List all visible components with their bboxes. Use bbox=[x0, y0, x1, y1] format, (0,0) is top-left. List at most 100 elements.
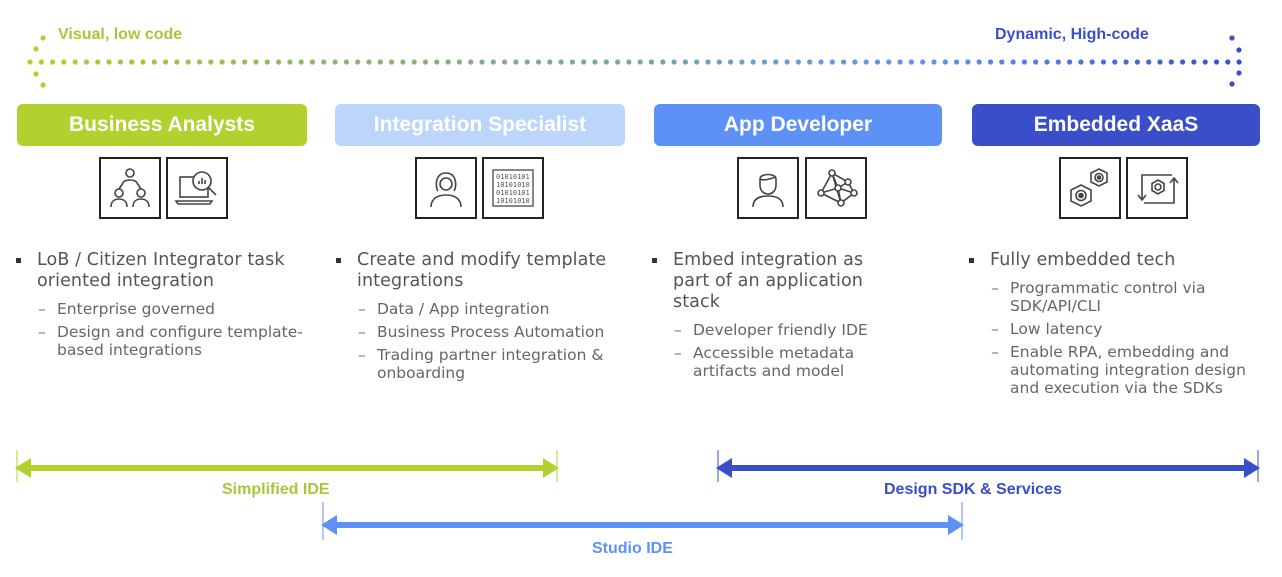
spectrum-dot bbox=[129, 59, 135, 65]
spectrum-dot bbox=[106, 59, 112, 65]
spectrum-dot bbox=[434, 59, 440, 65]
spectrum-dot bbox=[1225, 59, 1231, 65]
spectrum-dot bbox=[38, 59, 44, 65]
spectrum-dot bbox=[671, 59, 677, 65]
spectrum-dot bbox=[196, 59, 203, 65]
spectrum-dot bbox=[626, 59, 632, 65]
sub-bullet: Data / App integration bbox=[334, 300, 634, 318]
right-arrowhead-dot bbox=[1229, 81, 1235, 87]
spectrum-dot bbox=[1010, 59, 1016, 65]
spectrum-dot bbox=[761, 59, 768, 65]
spectrum-dot bbox=[343, 59, 349, 65]
spectrum-dot bbox=[309, 59, 316, 65]
spectrum-dot bbox=[1123, 59, 1129, 65]
spectrum-dot bbox=[61, 59, 67, 65]
spectrum-dot bbox=[253, 59, 259, 65]
spectrum-dot bbox=[163, 59, 169, 65]
spectrum-dot bbox=[151, 59, 157, 65]
spectrum-dot bbox=[682, 59, 689, 65]
spectrum-dot bbox=[1180, 59, 1186, 65]
simplified-ide-arrow bbox=[15, 450, 559, 482]
spectrum-dot bbox=[1202, 59, 1208, 65]
persona-details-business-analysts: LoB / Citizen Integrator task oriented i… bbox=[14, 250, 319, 359]
spectrum-dot bbox=[219, 59, 225, 65]
spectrum-dot bbox=[795, 59, 802, 65]
spectrum-dot bbox=[999, 59, 1005, 65]
spectrum-dot bbox=[1168, 59, 1174, 65]
spectrum-dot bbox=[694, 59, 700, 65]
spectrum-dot bbox=[389, 59, 395, 65]
design-sdk-label: Design SDK & Services bbox=[884, 481, 1062, 498]
sub-bullet: Programmatic control via SDK/API/CLI bbox=[967, 279, 1257, 315]
man-user-icon bbox=[737, 157, 799, 219]
studio-ide-arrow bbox=[321, 502, 964, 540]
spectrum-dotted-arrow bbox=[27, 35, 1242, 88]
svg-text:10101010: 10101010 bbox=[496, 197, 530, 205]
svg-text:01010101: 01010101 bbox=[496, 173, 530, 181]
spectrum-dot bbox=[1112, 59, 1118, 65]
svg-text:01010101: 01010101 bbox=[496, 189, 530, 197]
spectrum-dot bbox=[716, 59, 722, 65]
sub-bullet: Design and configure template-based inte… bbox=[14, 323, 319, 359]
spectrum-dot bbox=[863, 59, 869, 65]
spectrum-dot bbox=[479, 59, 485, 65]
spectrum-dot bbox=[513, 59, 519, 65]
spectrum-dot bbox=[411, 59, 417, 65]
sub-bullet: Business Process Automation bbox=[334, 323, 634, 341]
spectrum-dot bbox=[174, 59, 180, 65]
spectrum-dot bbox=[1033, 59, 1039, 65]
spectrum-dot bbox=[298, 59, 304, 65]
sub-bullet: Enterprise governed bbox=[14, 300, 319, 318]
sub-bullet: Accessible metadata artifacts and model bbox=[650, 344, 910, 380]
spectrum-dot bbox=[908, 59, 915, 65]
spectrum-dot bbox=[332, 59, 338, 65]
spectrum-dot bbox=[83, 59, 90, 65]
right-arrowhead-dot bbox=[1236, 70, 1242, 76]
spectrum-dot bbox=[456, 59, 462, 65]
spectrum-dot bbox=[400, 59, 406, 65]
spectrum-dot bbox=[773, 59, 779, 65]
spectrum-dot bbox=[27, 59, 33, 65]
spectrum-dot bbox=[750, 59, 756, 65]
spectrum-dot bbox=[1134, 59, 1140, 65]
cycle-nut-icon bbox=[1126, 157, 1188, 219]
high-code-label: Dynamic, High-code bbox=[995, 26, 1149, 43]
spectrum-dot bbox=[592, 59, 598, 65]
spectrum-dot bbox=[208, 59, 214, 65]
spectrum-dot bbox=[728, 59, 734, 65]
design-sdk-arrow bbox=[716, 450, 1260, 482]
persona-header-integration-specialist: Integration Specialist bbox=[335, 104, 625, 146]
spectrum-dot bbox=[603, 59, 609, 65]
spectrum-dot bbox=[807, 59, 813, 65]
spectrum-dot bbox=[1044, 59, 1050, 65]
sub-bullet: Trading partner integration & onboarding bbox=[334, 346, 634, 382]
spectrum-dot bbox=[920, 59, 926, 65]
spectrum-dot bbox=[502, 59, 508, 65]
laptop-analytics-icon bbox=[166, 157, 228, 219]
spectrum-dot bbox=[185, 59, 191, 65]
spectrum-dot bbox=[140, 59, 146, 65]
spectrum-dot bbox=[1191, 59, 1197, 65]
svg-text:10101010: 10101010 bbox=[496, 181, 530, 189]
spectrum-dot bbox=[637, 59, 643, 65]
spectrum-dot bbox=[1146, 59, 1152, 65]
spectrum-dot bbox=[1067, 59, 1073, 65]
sub-bullet: Enable RPA, embedding and automating int… bbox=[967, 343, 1257, 397]
low-code-label: Visual, low code bbox=[58, 26, 183, 43]
left-arrowhead-dot bbox=[33, 71, 39, 77]
main-bullet: LoB / Citizen Integrator task oriented i… bbox=[14, 250, 319, 292]
spectrum-dot bbox=[1157, 59, 1163, 65]
spectrum-dot bbox=[1089, 59, 1095, 65]
team-hierarchy-icon bbox=[99, 157, 161, 219]
spectrum-dot bbox=[569, 59, 576, 65]
network-graph-icon bbox=[805, 157, 867, 219]
spectrum-dot bbox=[535, 59, 542, 65]
spectrum-dot bbox=[95, 59, 101, 65]
spectrum-dot bbox=[276, 59, 282, 65]
spectrum-dot bbox=[117, 59, 123, 65]
spectrum-dot bbox=[954, 59, 960, 65]
spectrum-dot bbox=[931, 59, 937, 65]
right-arrowhead-dot bbox=[1229, 35, 1235, 41]
